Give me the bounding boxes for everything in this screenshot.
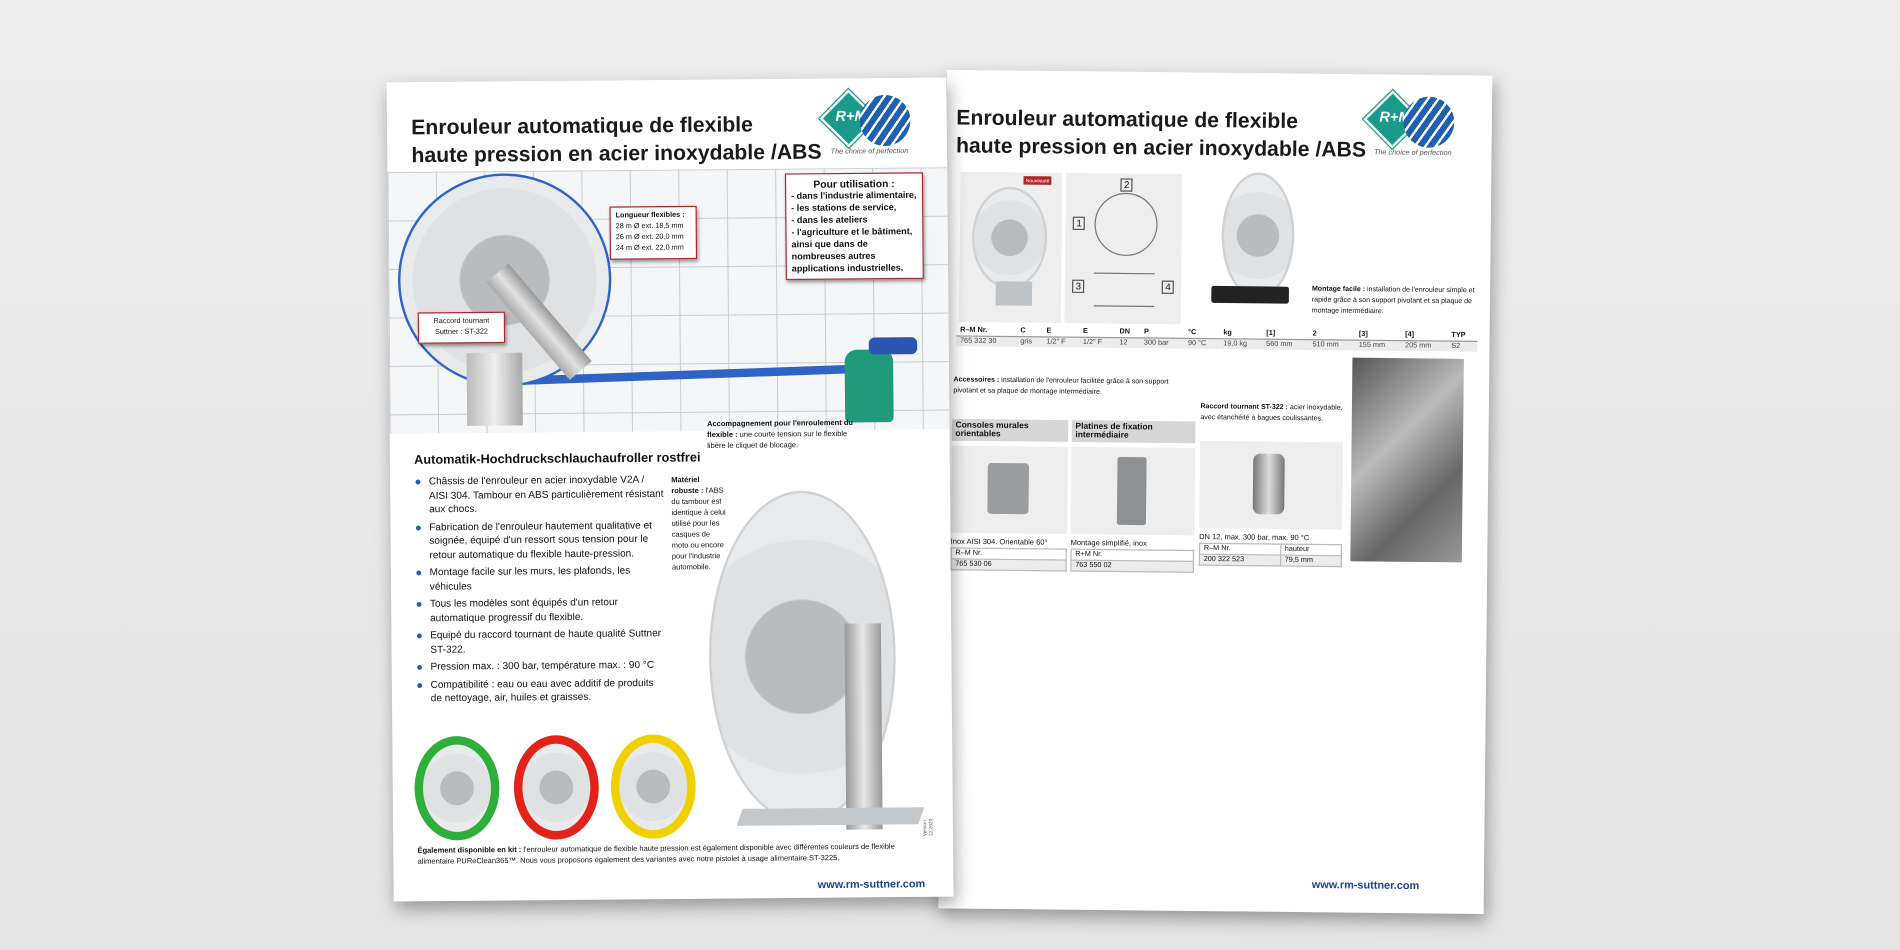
spec-value: 1/2" F [1042,336,1080,348]
feature-list: Châssis de l'enrouleur en acier inoxydab… [414,473,666,710]
logo-tagline: The choice of perfection [830,148,909,157]
title-line: Enrouleur automatique de flexible [956,105,1299,133]
spec-value: 1/2" F [1079,337,1116,348]
dim-label: 1 [1072,216,1086,231]
mounting-caption: Montage facile : installation de l'enrou… [1312,285,1484,320]
callout-item: - l'agriculture et le bâtiment, ainsi qu… [791,225,913,274]
feature-bullet: Châssis de l'enrouleur en acier inoxydab… [414,473,664,517]
spec-header: P [1140,327,1185,339]
spec-header: DN [1115,327,1141,338]
spec-value: 155 mm [1355,340,1402,351]
spec-value: gris [1016,336,1043,348]
callout-item: - les stations de service, [791,201,897,214]
spec-value: 765 332 30 [956,335,1017,347]
website-link[interactable]: www.rm-suttner.com [817,877,926,891]
caption-bold: Accessoires : [953,376,1000,385]
spec-value: S2 [1447,341,1478,352]
feature-bullet: Montage facile sur les murs, les plafond… [415,563,665,593]
callout-item: - dans les ateliers [791,213,868,226]
feature-bullet: Tous les modèles sont équipés d'un retou… [415,595,665,625]
accessory-caption: Montage simplifié, inox [1070,538,1147,549]
product-photo: Nouveauté [959,171,1063,324]
caption-bold: Montage facile : [1311,285,1366,294]
accessory-caption: DN 12, max. 300 bar, max. 90 °C [1199,532,1310,543]
spec-value: 90 °C [1184,338,1220,350]
spec-header: °C [1184,328,1220,339]
usage-callout: Pour utilisation : - dans l'industrie al… [784,172,924,281]
callout-heading: Pour utilisation : [813,177,895,191]
dim-label: 4 [1161,280,1175,295]
spec-header: TYP [1447,330,1478,342]
feature-bullet: Compatibilité : eau ou eau avec additif … [416,676,666,706]
article-number: 200 322 523 [1199,554,1281,566]
spec-header: [3] [1355,329,1402,341]
col-header: hauteur [1280,544,1342,556]
accessory-header: Raccord tournant ST-322 : [1200,403,1288,412]
feature-bullet: Pression max. : 300 bar, température max… [416,658,666,674]
title-line: Enrouleur automatique de flexible [411,111,754,140]
spec-header: 2 [1308,329,1356,341]
dim-label: 2 [1120,178,1134,192]
callout-item: - dans l'industrie alimentaire, [791,189,917,202]
spec-header: R–M Nr. [956,325,1017,337]
spec-value: 510 mm [1308,339,1356,351]
feature-bullet: Equipé du raccord tournant de haute qual… [416,626,666,656]
spec-header: [1] [1262,328,1309,340]
swivel-closeup-photo [1350,357,1464,563]
feature-bullet: Fabrication de l'enrouleur hautement qua… [415,518,665,562]
spec-header: kg [1219,328,1263,340]
kit-caption: Également disponible en kit : l'enrouleu… [417,841,914,867]
reel-photo-bracket [1209,170,1308,326]
callout-item: 24 m Ø ext. 22,0 mm [615,244,684,253]
spec-header: E [1042,326,1080,338]
color-variants-photo [409,734,701,841]
swivel-callout: Raccord tournant Suttner : ST-322 [417,311,506,344]
accessory-swivel: Raccord tournant ST-322 : acier inoxydab… [1199,402,1344,567]
caption-bold: Également disponible en kit : [417,845,522,856]
callout-item: 28 m Ø ext. 18,5 mm [615,222,684,231]
accessories-intro: Accessoires : installation de l'enrouleu… [953,375,1191,399]
hose-length-callout: Longueur flexibles : 28 m Ø ext. 18,5 mm… [609,205,698,260]
spec-value: 205 mm [1401,340,1448,352]
callout-heading: Longueur flexibles : [615,211,685,220]
section-heading: Automatik-Hochdruckschlauchaufroller ros… [414,450,701,468]
article-number: 763 550 02 [1070,560,1194,573]
col-header: R–M Nr. [1199,543,1281,556]
spec-value: 12 [1115,337,1141,349]
accessory-header: Platines de fixation intermédiaire [1071,420,1196,444]
spec-value: 300 bar [1140,337,1185,349]
accessory-caption: Inox AISI 304. Orientable 60° [950,537,1048,548]
accessory-header: Consoles murales orientables [951,418,1069,442]
dim-label: 3 [1072,279,1085,294]
title-line: haute pression en acier inoxydable /ABS [955,132,1367,162]
callout-item: 26 m Ø ext. 20,0 mm [615,233,684,242]
article-number: 765 530 06 [950,558,1067,571]
logo-tagline: The choice of perfection [1373,149,1452,158]
caption-bold: Matériel robuste : [671,475,704,496]
spec-header: C [1016,326,1043,337]
spec-value: 19,0 kg [1219,338,1263,350]
large-reel-photo [707,489,936,851]
website-link[interactable]: www.rm-suttner.com [1311,878,1420,892]
height-value: 79,5 mm [1280,555,1342,567]
accompany-caption: Accompagnement pour l'enroulement du fle… [707,418,867,452]
dimension-drawing: 2 1 3 4 [1064,172,1183,325]
spec-value: 560 mm [1262,339,1309,350]
accessory-wall-console: Consoles murales orientables Inox AISI 3… [950,418,1069,572]
spec-header: E [1079,326,1116,338]
version-label: Version 12.2020 [921,818,934,837]
accessory-mounting-plate: Platines de fixation intermédiaire Monta… [1070,420,1196,573]
new-badge: Nouveauté [1023,176,1052,185]
title-line: haute pression en acier inoxydable /ABS [411,139,822,168]
spec-header: [4] [1401,330,1448,342]
